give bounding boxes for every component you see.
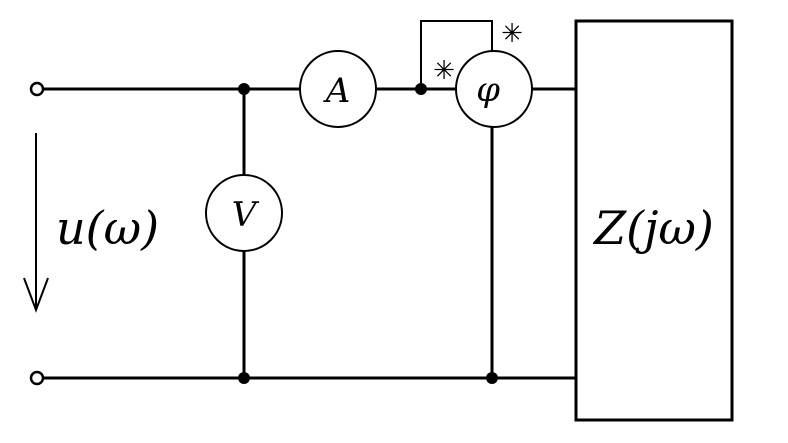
ammeter [299, 50, 377, 128]
voltage-coil-polarity-mark: ✳ [501, 19, 523, 49]
voltage-arrow-head [23, 277, 49, 313]
junction-node-voltmeter-bottom [238, 372, 250, 384]
voltmeter [205, 174, 283, 252]
load-impedance-label: Z(jω) [592, 201, 714, 255]
input-terminal-top [29, 81, 45, 97]
phase-meter-voltage-loop [420, 20, 493, 89]
junction-node-voltmeter-top [238, 83, 250, 95]
current-coil-polarity-mark: ✳ [433, 56, 455, 86]
ammeter-label: A [323, 71, 351, 111]
junction-node-phase-loop [415, 83, 427, 95]
voltmeter-label: V [232, 195, 260, 235]
load-impedance-box [574, 19, 734, 422]
source-voltage-label: u(ω) [56, 201, 159, 255]
phase-meter-label: φ [476, 70, 500, 110]
input-terminal-bottom [29, 370, 45, 386]
junction-node-phase-bottom [486, 372, 498, 384]
phase-meter [455, 50, 533, 128]
